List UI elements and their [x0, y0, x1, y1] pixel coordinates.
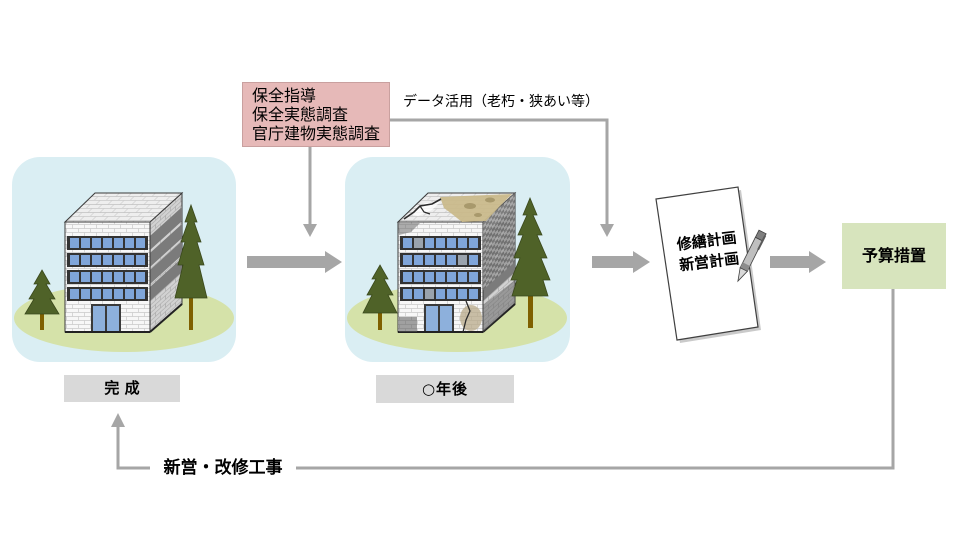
- document-icon: [655, 186, 761, 343]
- stage-panel-aged: [345, 157, 570, 362]
- stage-label-aged: ○年後: [376, 375, 514, 403]
- connector-data-use-to-plan: [390, 118, 614, 237]
- tree-icon: [510, 196, 551, 328]
- pen-icon: [737, 229, 767, 283]
- data-use-label: データ活用（老朽・狭あい等）: [403, 94, 599, 110]
- inspection-line-guidance: 保全指導: [252, 86, 317, 105]
- inspection-line-government-survey: 官庁建物実態調査: [252, 124, 381, 143]
- damaged-building-icon: [398, 193, 515, 332]
- flow-arrow-plan-to-budget: [770, 251, 826, 273]
- stage-panel-completed: [12, 157, 236, 362]
- tree-icon: [24, 269, 60, 330]
- budget-box: 予算措置: [842, 223, 946, 289]
- flow-arrow-aged-to-plan: [592, 251, 650, 273]
- stage-label-completed: 完 成: [64, 375, 180, 402]
- inspection-line-survey: 保全実態調査: [252, 105, 349, 124]
- damage-overlay: [398, 193, 515, 333]
- tree-icon: [362, 264, 398, 330]
- construction-label: 新営・改修工事: [150, 457, 296, 480]
- flow-arrow-completed-to-aged: [247, 251, 342, 273]
- connector-budget-to-completed: [111, 289, 895, 470]
- building-icon: [65, 193, 182, 332]
- tree-icon: [174, 203, 208, 330]
- inspection-box: 保全指導 保全実態調査 官庁建物実態調査: [242, 82, 390, 147]
- connector-inspection-to-aged: [303, 147, 317, 237]
